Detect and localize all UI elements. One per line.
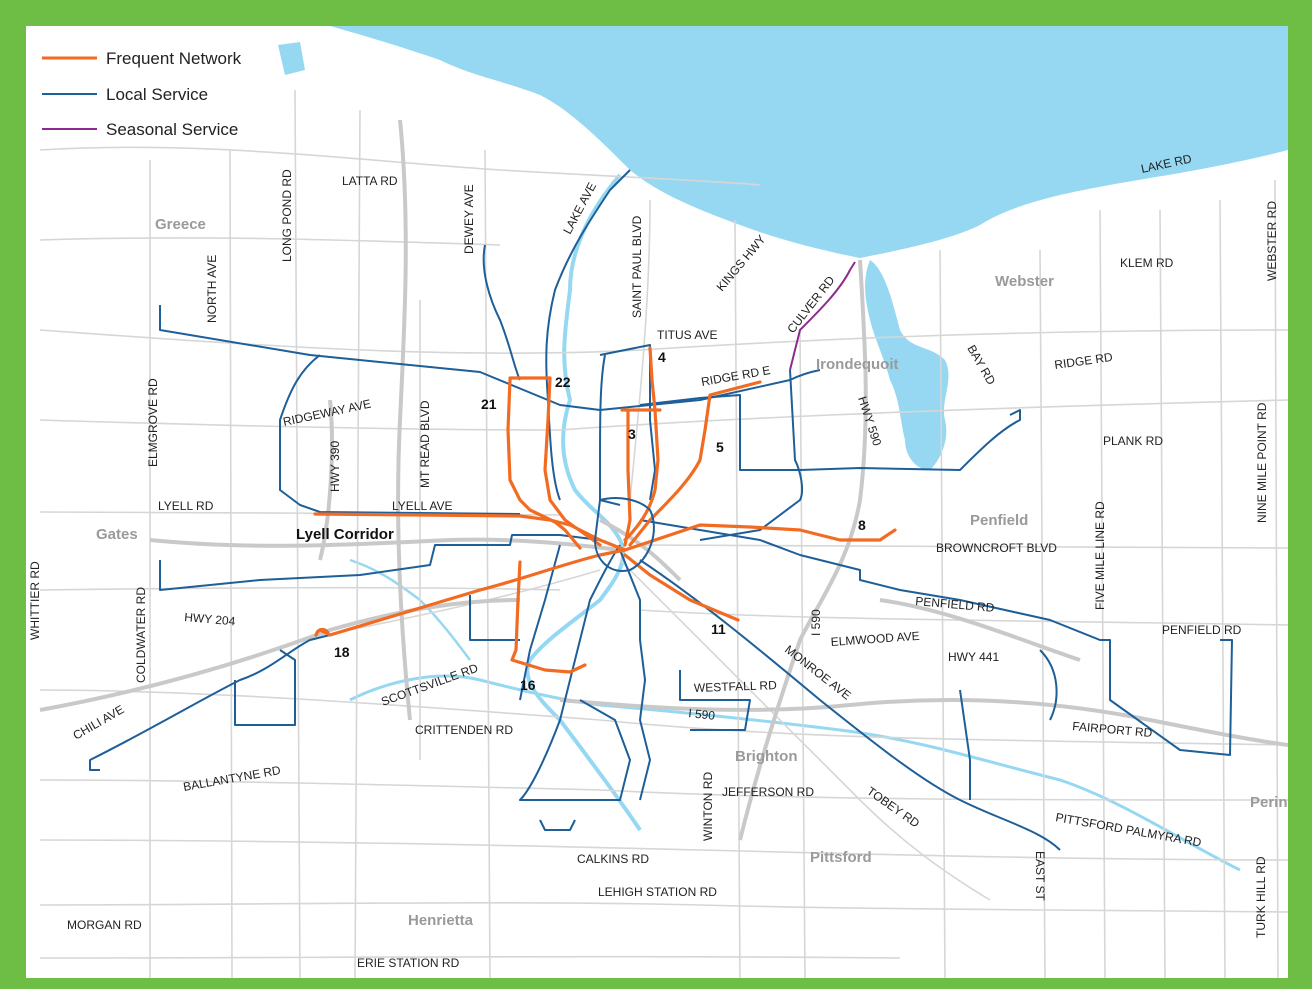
road-label-plank: PLANK RD <box>1103 434 1163 448</box>
road-label-westfall: WESTFALL RD <box>694 678 778 695</box>
genesee-river <box>525 173 642 832</box>
road-label-hwy590: HWY 590 <box>855 395 884 448</box>
road-label-jefferson: JEFFERSON RD <box>722 785 814 799</box>
road-label-pittsford-palmyra: PITTSFORD PALMYRA RD <box>1054 810 1202 850</box>
town-irondequoit: Irondequoit <box>816 356 899 373</box>
road-label-east-st: EAST ST <box>1033 851 1047 901</box>
road-label-mt-read: MT READ BLVD <box>418 400 432 488</box>
road-label-ridge: RIDGE RD <box>1053 350 1113 372</box>
pond-west <box>278 42 305 75</box>
road-label-morgan: MORGAN RD <box>67 918 142 932</box>
road-label-calkins: CALKINS RD <box>577 852 649 866</box>
road-label-scottsville: SCOTTSVILLE RD <box>379 661 480 709</box>
road-label-erie-station: ERIE STATION RD <box>357 956 460 970</box>
lyell-corridor-label: Lyell Corridor <box>296 526 394 543</box>
road-label-lehigh: LEHIGH STATION RD <box>598 885 717 899</box>
road-label-five-mile: FIVE MILE LINE RD <box>1093 501 1107 610</box>
irondequoit-bay <box>865 260 949 470</box>
road-label-whittier: WHITTIER RD <box>28 561 42 640</box>
legend-label-frequent: Frequent Network <box>106 49 242 68</box>
road-label-crittenden: CRITTENDEN RD <box>415 723 513 737</box>
route-18[interactable]: 18 <box>334 644 350 660</box>
road-label-i590: I 590 <box>809 609 823 636</box>
road-label-hwy441: HWY 441 <box>948 650 999 664</box>
road-label-klem: KLEM RD <box>1120 256 1174 270</box>
road-label-dewey: DEWEY AVE <box>462 184 476 254</box>
route-4[interactable]: 4 <box>658 349 666 365</box>
downtown-loop <box>594 497 655 572</box>
road-label-north-ave: NORTH AVE <box>205 255 219 323</box>
road-label-lyell-ave: LYELL AVE <box>392 499 453 513</box>
legend-label-local: Local Service <box>106 85 208 104</box>
town-penfield: Penfield <box>970 512 1028 529</box>
town-greece: Greece <box>155 216 206 233</box>
road-label-i590-south: I 590 <box>688 706 716 723</box>
road-label-monroe: MONROE AVE <box>782 642 854 702</box>
lake-ontario <box>330 26 1288 258</box>
road-label-winton: WINTON RD <box>701 772 715 841</box>
road-label-saint-paul: SAINT PAUL BLVD <box>630 215 644 318</box>
road-label-tobey: TOBEY RD <box>864 784 922 831</box>
route-labels: 3 4 5 8 11 16 18 21 22 <box>334 349 866 693</box>
road-label-penfield-rd-east: PENFIELD RD <box>1162 623 1242 637</box>
road-label-hwy204: HWY 204 <box>184 610 236 628</box>
town-perinton: Perin <box>1250 794 1288 811</box>
road-label-elmwood: ELMWOOD AVE <box>830 629 920 649</box>
road-label-hwy390: HWY 390 <box>328 441 342 492</box>
road-label-latta: LATTA RD <box>342 174 398 188</box>
legend: Frequent Network Local Service Seasonal … <box>42 49 242 139</box>
legend-label-seasonal: Seasonal Service <box>106 120 238 139</box>
road-labels: LATTA RD LONG POND RD DEWEY AVE LAKE AVE… <box>28 151 1279 970</box>
road-label-long-pond: LONG POND RD <box>280 169 294 262</box>
route-16[interactable]: 16 <box>520 677 536 693</box>
road-label-penfield-rd: PENFIELD RD <box>915 594 996 615</box>
road-label-bay: BAY RD <box>964 343 998 388</box>
canal <box>349 674 1241 872</box>
road-label-titus: TITUS AVE <box>657 328 717 342</box>
route-11[interactable]: 11 <box>711 621 726 637</box>
route-22[interactable]: 22 <box>555 374 571 390</box>
map-canvas: Frequent Network Local Service Seasonal … <box>28 26 1288 978</box>
road-label-culver: CULVER RD <box>784 273 837 336</box>
road-label-coldwater: COLDWATER RD <box>134 587 148 683</box>
road-label-fairport: FAIRPORT RD <box>1072 719 1153 740</box>
road-label-lyell-rd: LYELL RD <box>158 499 214 513</box>
route-8[interactable]: 8 <box>858 517 866 533</box>
road-label-elmgrove: ELMGROVE RD <box>146 378 160 467</box>
town-labels: Greece Webster Irondequoit Gates Penfiel… <box>96 216 1288 929</box>
road-label-browncroft: BROWNCROFT BLVD <box>936 541 1057 555</box>
town-webster: Webster <box>995 273 1054 290</box>
route-5[interactable]: 5 <box>716 439 724 455</box>
road-label-chili: CHILI AVE <box>71 702 127 742</box>
road-label-kings-hwy: KINGS HWY <box>714 232 769 294</box>
local-service-routes <box>89 169 1233 851</box>
route-21[interactable]: 21 <box>481 396 497 412</box>
town-henrietta: Henrietta <box>408 912 474 929</box>
route-3[interactable]: 3 <box>628 426 636 442</box>
transit-map[interactable]: Frequent Network Local Service Seasonal … <box>26 26 1288 978</box>
town-brighton: Brighton <box>735 748 797 765</box>
town-gates: Gates <box>96 526 138 543</box>
seasonal-route <box>789 261 856 371</box>
road-label-webster-rd: WEBSTER RD <box>1265 201 1279 281</box>
road-label-turk-hill: TURK HILL RD <box>1254 856 1268 938</box>
road-label-nine-mile: NINE MILE POINT RD <box>1255 402 1269 523</box>
town-pittsford: Pittsford <box>810 849 872 866</box>
